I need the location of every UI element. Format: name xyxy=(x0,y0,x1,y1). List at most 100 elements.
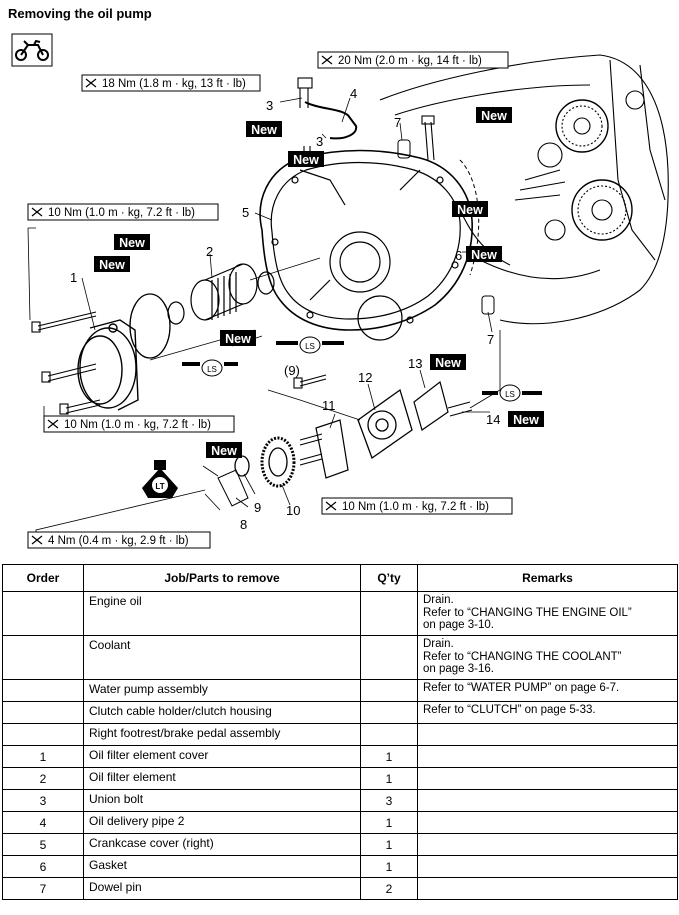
callout-5: 5 xyxy=(242,205,249,220)
table-cell-order: 7 xyxy=(2,877,84,900)
o-ring-illustration xyxy=(129,293,171,359)
oil-pump-illustration xyxy=(357,388,413,460)
torque-spec-10nm-b: 10 Nm (1.0 m · kg, 7.2 ft · lb) xyxy=(43,415,235,433)
lt-threadlock-icon: LT xyxy=(142,460,178,498)
parts-table: Order Job/Parts to remove Q’ty Remarks E… xyxy=(2,564,678,900)
svg-text:New: New xyxy=(211,444,237,458)
table-cell-remarks xyxy=(417,723,678,746)
table-cell-order: 5 xyxy=(2,833,84,856)
table-cell-part: Union bolt xyxy=(83,789,361,812)
callout-9-paren: (9) xyxy=(284,363,300,378)
chain-guide-small-illustration xyxy=(217,469,249,507)
table-cell-remarks xyxy=(417,855,678,878)
new-tag: New xyxy=(476,107,512,123)
table-cell-part: Oil filter element xyxy=(83,767,361,790)
page-title: Removing the oil pump xyxy=(8,6,152,21)
table-cell-order: 2 xyxy=(2,767,84,790)
table-cell-qty: 1 xyxy=(360,855,418,878)
ls-label: LS xyxy=(305,342,315,351)
callout-11: 11 xyxy=(322,398,336,413)
table-cell-remarks xyxy=(417,789,678,812)
bolts-illustration xyxy=(31,77,473,466)
table-cell-qty xyxy=(360,701,418,724)
pump-gasket-illustration xyxy=(413,380,449,431)
callout-12: 12 xyxy=(358,370,372,385)
new-tag: New xyxy=(508,411,544,427)
callout-14: 14 xyxy=(486,412,500,427)
new-tag: New xyxy=(288,151,324,167)
new-tag: New xyxy=(452,201,488,217)
new-tag: New xyxy=(466,246,502,262)
oil-pump-gear-illustration xyxy=(260,436,296,488)
callout-7a: 7 xyxy=(394,115,401,130)
wrench-icon xyxy=(31,535,43,545)
callout-1: 1 xyxy=(70,270,77,285)
ls-label: LS xyxy=(207,365,217,374)
table-cell-qty: 3 xyxy=(360,789,418,812)
torque-label: 18 Nm (1.8 m · kg, 13 ft · lb) xyxy=(102,78,246,90)
table-cell-remarks xyxy=(417,767,678,790)
table-cell-remarks: Refer to “CLUTCH” on page 5-33. xyxy=(417,701,678,724)
torque-label: 20 Nm (2.0 m · kg, 14 ft · lb) xyxy=(338,55,482,67)
new-tag: New xyxy=(94,256,130,272)
svg-text:New: New xyxy=(481,109,507,123)
torque-label: 4 Nm (0.4 m · kg, 2.9 ft · lb) xyxy=(48,535,189,547)
oil-delivery-pipe-illustration xyxy=(304,101,358,140)
svg-text:New: New xyxy=(471,248,497,262)
table-cell-remarks xyxy=(417,833,678,856)
table-cell-remarks xyxy=(417,745,678,768)
table-cell-qty: 1 xyxy=(360,811,418,834)
callout-13: 13 xyxy=(408,356,422,371)
table-cell-part: Right footrest/brake pedal assembly xyxy=(83,723,361,746)
column-header-remarks: Remarks xyxy=(417,564,678,592)
table-cell-part: Crankcase cover (right) xyxy=(83,833,361,856)
wrench-icon xyxy=(85,78,97,88)
torque-spec-10nm-a: 10 Nm (1.0 m · kg, 7.2 ft · lb) xyxy=(27,203,219,221)
ls-label: LS xyxy=(505,390,515,399)
callout-4: 4 xyxy=(350,86,357,101)
table-cell-order: 4 xyxy=(2,811,84,834)
table-cell-part: Water pump assembly xyxy=(83,679,361,702)
table-cell-order: 1 xyxy=(2,745,84,768)
table-cell-order xyxy=(2,591,84,636)
svg-text:New: New xyxy=(251,123,277,137)
table-cell-qty xyxy=(360,591,418,636)
svg-text:New: New xyxy=(119,236,145,250)
svg-text:New: New xyxy=(513,413,539,427)
oil-filter-cover-illustration xyxy=(77,319,139,411)
ls-grease-icon: LS xyxy=(276,336,344,354)
table-cell-part: Gasket xyxy=(83,855,361,878)
table-cell-remarks: Drain. Refer to “CHANGING THE ENGINE OIL… xyxy=(417,591,678,636)
leader-lines xyxy=(27,97,501,540)
new-tag: New xyxy=(246,121,282,137)
svg-text:New: New xyxy=(293,153,319,167)
table-cell-part: Dowel pin xyxy=(83,877,361,900)
torque-label: 10 Nm (1.0 m · kg, 7.2 ft · lb) xyxy=(64,419,211,431)
torque-spec-18nm: 18 Nm (1.8 m · kg, 13 ft · lb) xyxy=(81,74,261,92)
callout-3a: 3 xyxy=(266,98,273,113)
svg-text:New: New xyxy=(225,332,251,346)
wrench-icon xyxy=(321,55,333,65)
new-tag: New xyxy=(206,442,242,458)
ls-grease-icon: LS xyxy=(182,359,238,377)
new-tag: New xyxy=(220,330,256,346)
table-cell-qty: 1 xyxy=(360,767,418,790)
engine-case-illustration xyxy=(379,54,669,325)
table-cell-order xyxy=(2,679,84,702)
dowel-pin-illustration xyxy=(397,139,411,159)
lt-label: LT xyxy=(155,482,164,491)
motorcycle-icon xyxy=(11,33,53,67)
crankcase-cover-illustration xyxy=(259,149,473,341)
table-header-row: Order Job/Parts to remove Q’ty Remarks xyxy=(2,564,678,592)
svg-text:New: New xyxy=(435,356,461,370)
table-cell-qty xyxy=(360,635,418,680)
column-header-job: Job/Parts to remove xyxy=(83,564,361,592)
